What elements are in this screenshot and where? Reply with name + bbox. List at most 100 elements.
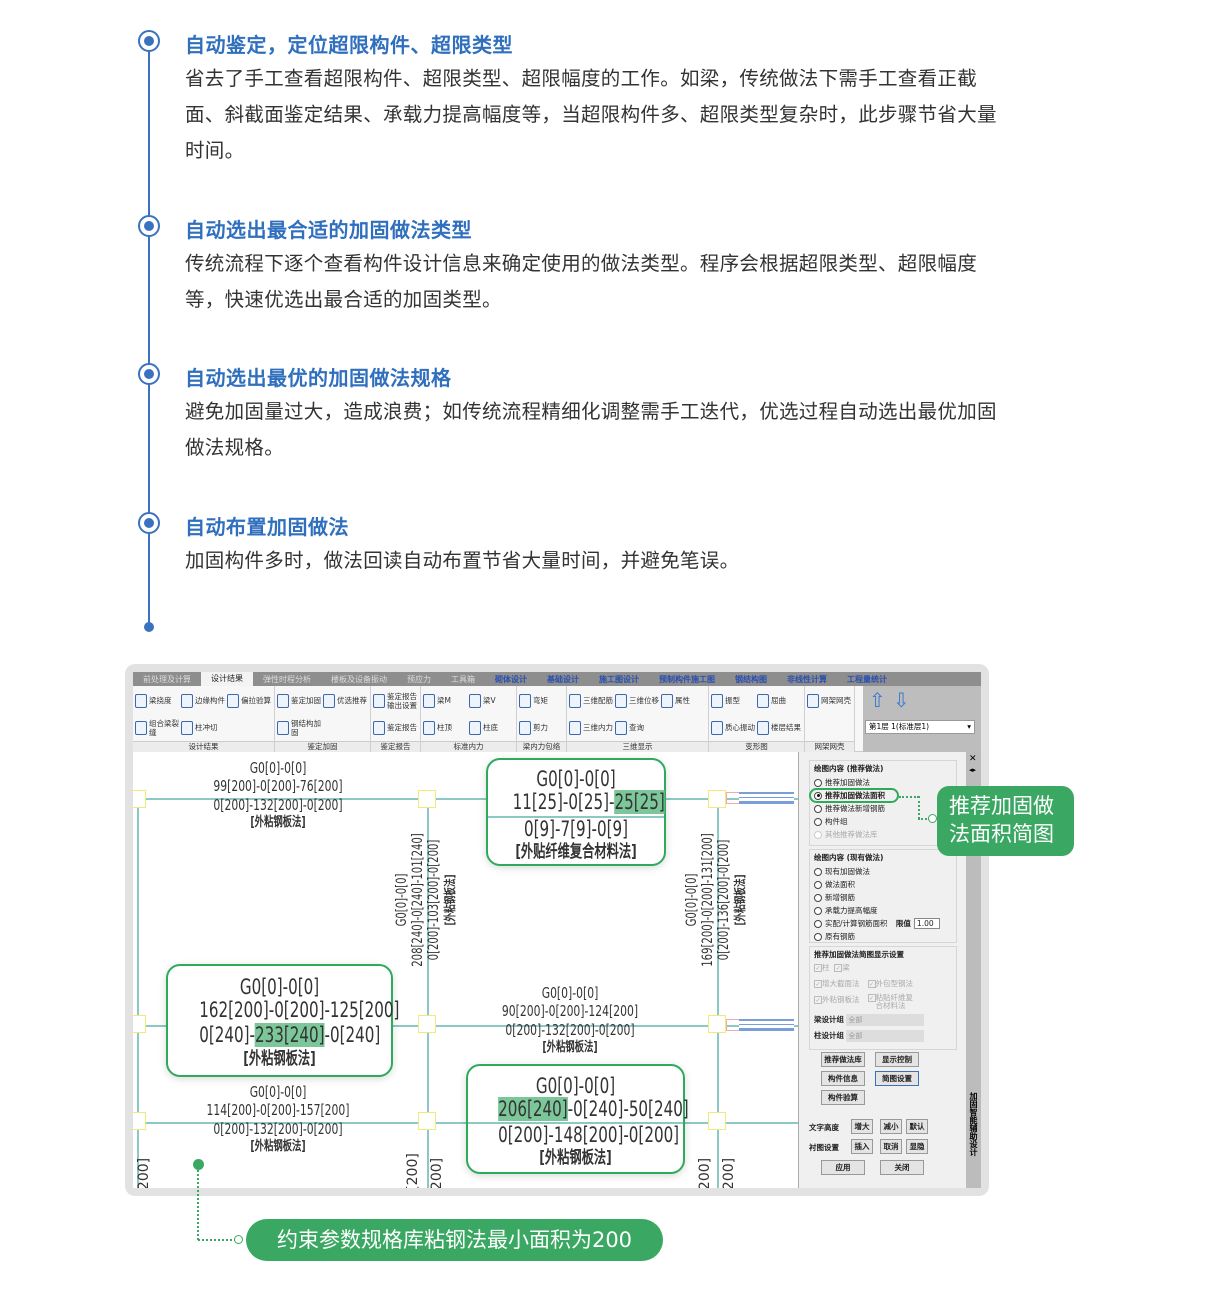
tab-10[interactable]: 钢结构图	[735, 674, 767, 684]
highlight-box-top[interactable]: G0[0]-0[0] 11[25]-0[25]-25[25] 0[9]-7[9]…	[486, 758, 666, 866]
tab-12[interactable]: 工程量统计	[847, 674, 887, 684]
beam-label[interactable]: G0[0]-0[0] 99[200]-0[200]-76[200] 0[200]…	[213, 759, 342, 832]
ribbon-button[interactable]: 边缘构件	[181, 688, 226, 713]
ribbon-group-label: 鉴定加固	[275, 741, 370, 752]
column-node[interactable]	[708, 1112, 726, 1130]
tab-2[interactable]: 弹性时程分析	[263, 674, 311, 684]
ribbon-button[interactable]: 查询	[615, 715, 660, 740]
text-default-button[interactable]: 默认	[906, 1119, 928, 1134]
check-enlarge-section[interactable]: 增大截面法	[822, 979, 860, 988]
text-shrink-button[interactable]: 减小	[880, 1119, 902, 1134]
radio-existing-method[interactable]: 现有加固做法	[814, 865, 952, 878]
display-control-button[interactable]: 显示控制	[875, 1052, 919, 1067]
column-node[interactable]	[418, 790, 436, 808]
check-frp[interactable]: 粘贴纤维复合材料法	[875, 993, 914, 1010]
ribbon-button[interactable]: 梁挠度	[135, 688, 180, 713]
column-group-select[interactable]: 全部	[846, 1030, 925, 1042]
floor-down-arrow-icon[interactable]: ⇩	[893, 688, 910, 712]
pin-icon[interactable]: ◂▸	[969, 766, 977, 774]
ribbon-button-label: 优选推荐	[337, 696, 367, 705]
backdrop-toggle-button[interactable]: 显隐	[906, 1139, 928, 1154]
column-label-right[interactable]: G0[0]-0[0] 169[200]-0[200]-131[200] 0[20…	[684, 807, 748, 992]
ribbon-button[interactable]: 振型	[711, 688, 756, 713]
ribbon-tool-icon	[569, 720, 581, 735]
radio-recommended-new-rebar[interactable]: 推荐做法新增钢筋	[814, 802, 952, 815]
backdrop-insert-button[interactable]: 插入	[851, 1139, 873, 1154]
ribbon-button[interactable]: 柱底	[469, 715, 514, 740]
column-label-left[interactable]: G0[0]-0[0] 208[240]-0[240]-101[240] 0[20…	[394, 807, 458, 992]
check-column[interactable]: 柱	[822, 963, 830, 972]
sketch-settings-button[interactable]: 简图设置	[875, 1071, 919, 1086]
close-icon[interactable]: ✕	[969, 754, 977, 764]
tab-8[interactable]: 施工图设计	[599, 674, 639, 684]
ribbon-tool-icon	[615, 720, 627, 735]
ribbon-button[interactable]: 属性	[661, 688, 706, 713]
radio-new-rebar[interactable]: 新增钢筋	[814, 891, 952, 904]
ribbon-button[interactable]: 剪力	[519, 715, 564, 740]
radio-capacity-increase[interactable]: 承载力提高幅度	[814, 904, 952, 917]
tab-4[interactable]: 预应力	[407, 674, 431, 684]
member-check-button[interactable]: 构件验算	[821, 1090, 865, 1105]
ribbon-button[interactable]: 钢结构加固	[277, 715, 322, 740]
floor-select[interactable]: 第1层 1(标准层1)▾	[865, 720, 975, 734]
text-enlarge-button[interactable]: 增大	[851, 1119, 873, 1134]
callout-connector	[918, 796, 920, 819]
label-line: 11[25]-0[25]-25[25]	[513, 790, 665, 814]
beam-label[interactable]: G0[0]-0[0] 90[200]-0[200]-124[200] 0[200…	[502, 984, 638, 1057]
highlight-box-left[interactable]: G0[0]-0[0] 162[200]-0[200]-125[200] 0[24…	[166, 964, 399, 1077]
check-steel-plate[interactable]: 外粘钢板法	[822, 995, 860, 1004]
radio-original-rebar[interactable]: 原有钢筋	[814, 930, 952, 943]
ribbon-button[interactable]: 鉴定加固	[277, 688, 322, 713]
check-beam[interactable]: 梁	[842, 963, 850, 972]
check-steel-encase[interactable]: 外包型钢法	[875, 979, 914, 988]
column-node[interactable]	[418, 1112, 436, 1130]
tab-3[interactable]: 楼板及设备振动	[331, 674, 387, 684]
column-node[interactable]	[708, 790, 726, 808]
ribbon-button[interactable]: 质心振动	[711, 715, 756, 740]
tab-6[interactable]: 砌体设计	[495, 674, 527, 684]
ribbon-button[interactable]: 梁M	[423, 688, 468, 713]
tab-1[interactable]: 设计结果	[201, 672, 253, 686]
ribbon-button[interactable]: 三维配筋	[569, 688, 614, 713]
ribbon-button[interactable]: 偏拉验算	[227, 688, 272, 713]
recommend-library-button[interactable]: 推荐做法库	[821, 1052, 865, 1067]
ribbon-button[interactable]: 楼层结果	[757, 715, 802, 740]
close-button[interactable]: 关闭	[880, 1160, 924, 1175]
radio-method-area[interactable]: 做法面积	[814, 878, 952, 891]
column-node[interactable]	[133, 1112, 146, 1130]
ribbon-button[interactable]: 柱顶	[423, 715, 468, 740]
tab-11[interactable]: 非线性计算	[787, 674, 827, 684]
limit-input[interactable]: 1.00	[913, 918, 940, 929]
ribbon-button[interactable]: 组合梁裂缝	[135, 715, 180, 740]
column-node[interactable]	[133, 1015, 146, 1033]
tab-5[interactable]: 工具箱	[451, 674, 475, 684]
ribbon-button[interactable]: 鉴定报告	[373, 715, 418, 740]
ribbon-button[interactable]: 网架网壳	[807, 688, 852, 713]
backdrop-cancel-button[interactable]: 取消	[880, 1139, 902, 1154]
beam-label[interactable]: G0[0]-0[0] 114[200]-0[200]-157[200] 0[20…	[206, 1083, 349, 1156]
ribbon-button[interactable]: 三维内力	[569, 715, 614, 740]
beam-group-select[interactable]: 全部	[846, 1014, 925, 1026]
column-node[interactable]	[708, 1015, 726, 1033]
radio-member-group[interactable]: 构件组	[814, 815, 952, 828]
radio-recommended-method[interactable]: 推荐加固做法	[814, 776, 952, 789]
highlight-box-bottom[interactable]: G0[0]-0[0] 206[240]-0[240]-50[240] 0[200…	[466, 1064, 689, 1174]
ribbon-button[interactable]: 柱冲切	[181, 715, 226, 740]
panel-side-title[interactable]: 加固智能辅助设计	[969, 1092, 978, 1156]
ribbon-button[interactable]: 屈曲	[757, 688, 802, 713]
ribbon-button[interactable]: 优选推荐	[323, 688, 368, 713]
member-info-button[interactable]: 构件信息	[821, 1071, 865, 1086]
column-node[interactable]	[418, 1015, 436, 1033]
tab-7[interactable]: 基础设计	[547, 674, 579, 684]
tab-9[interactable]: 预制构件施工图	[659, 674, 715, 684]
tab-0[interactable]: 前处理及计算	[143, 674, 191, 684]
column-node[interactable]	[133, 790, 146, 808]
drawing-canvas[interactable]: G0[0]-0[0] 99[200]-0[200]-76[200] 0[200]…	[133, 752, 798, 1188]
ribbon-button[interactable]: 梁V	[469, 688, 514, 713]
ribbon-button[interactable]: 鉴定报告输出设置	[373, 688, 418, 713]
floor-up-arrow-icon[interactable]: ⇧	[869, 688, 886, 712]
ribbon-button[interactable]: 弯矩	[519, 688, 564, 713]
apply-button[interactable]: 应用	[821, 1160, 865, 1175]
ribbon-button[interactable]: 三维位移	[615, 688, 660, 713]
